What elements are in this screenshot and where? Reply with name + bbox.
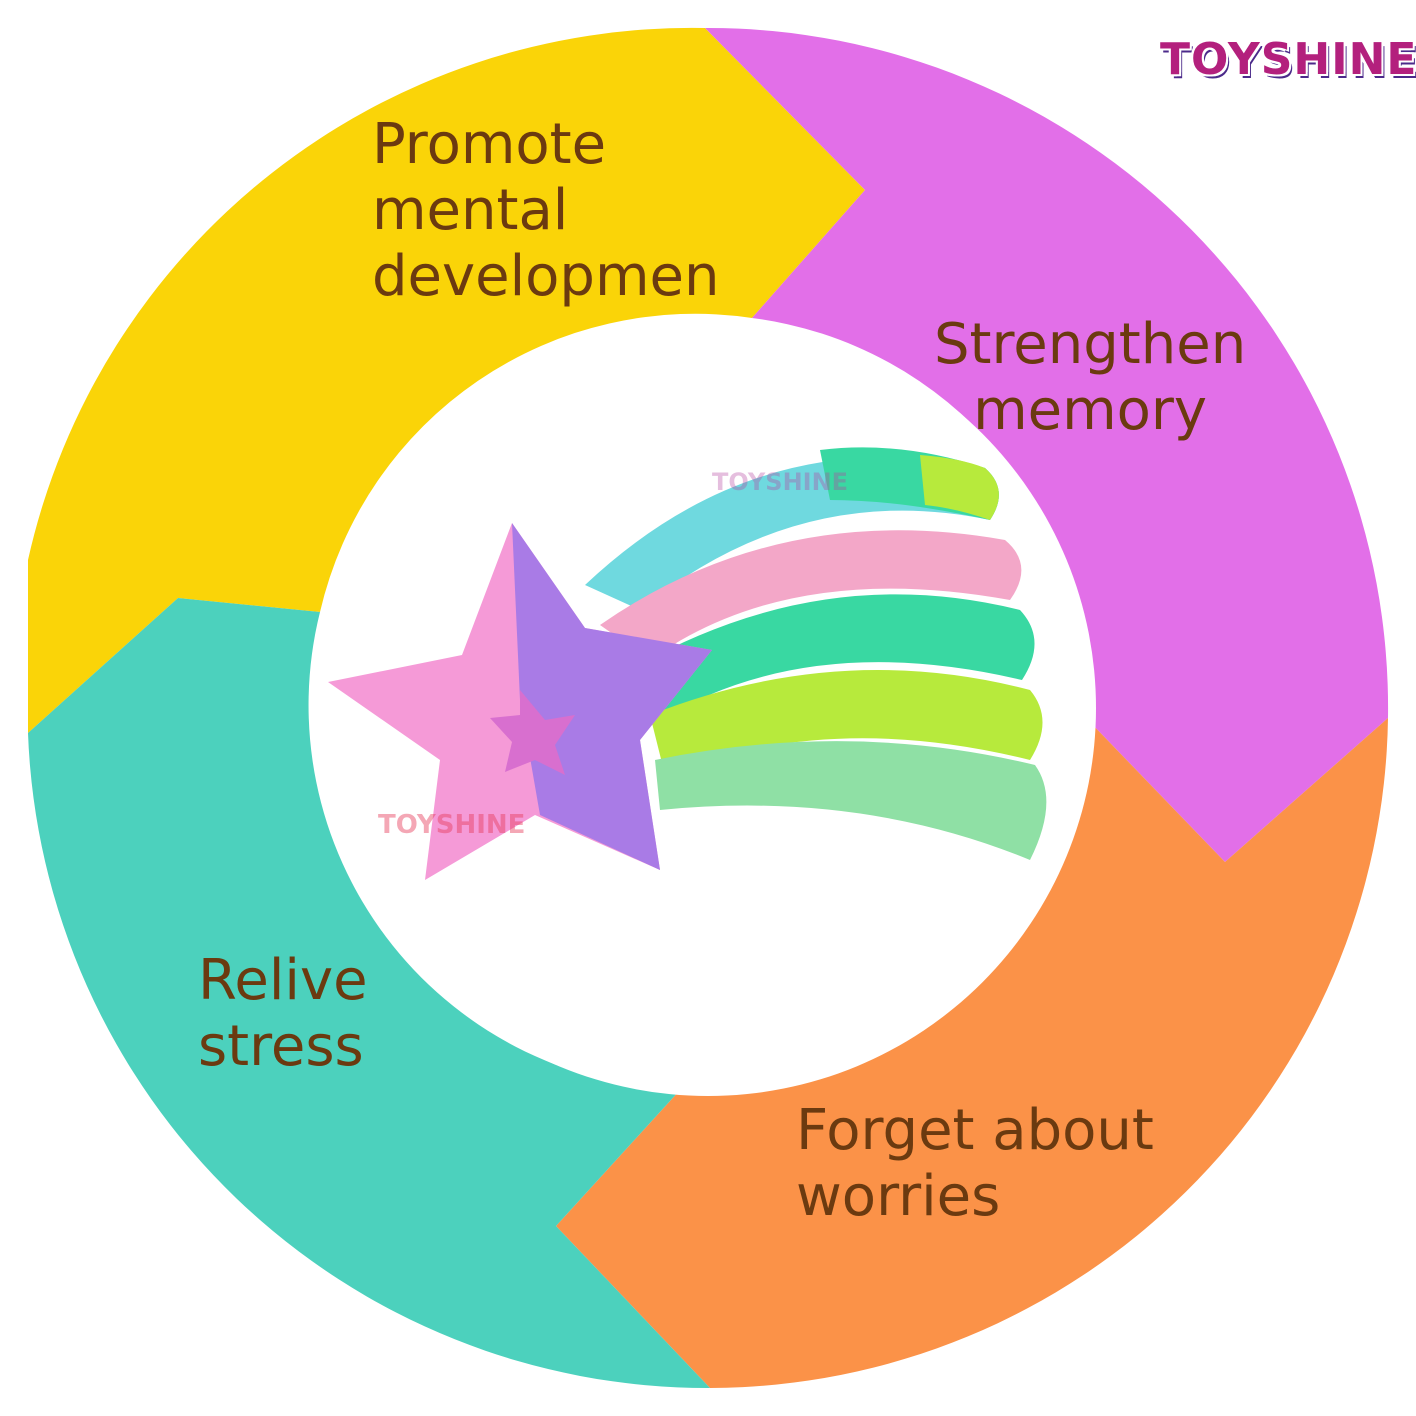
segment-right-arrow	[705, 27, 1389, 863]
rainbow-tail	[585, 447, 1047, 860]
watermark: TOYSHINE	[378, 810, 526, 840]
label-promote-mental-development: Promote mental developmen	[372, 112, 719, 310]
label-relive-stress: Relive stress	[198, 948, 368, 1080]
watermark: TOYSHINE	[712, 468, 849, 496]
label-line: memory	[973, 378, 1208, 443]
label-line: Relive	[198, 948, 368, 1013]
label-line: stress	[198, 1014, 364, 1079]
label-line: mental	[372, 178, 569, 243]
label-forget-about-worries: Forget about worries	[796, 1098, 1154, 1230]
segment-bottom-arrow	[556, 718, 1388, 1388]
toyshine-logo: TOYSHINE	[1160, 34, 1416, 85]
label-line: Forget about	[796, 1098, 1154, 1163]
shooting-star-pop-it-icon	[328, 447, 1047, 880]
label-line: Promote	[372, 112, 607, 177]
segment-top-arrow	[28, 27, 865, 734]
label-line: Strengthen	[934, 312, 1247, 377]
segment-left-arrow	[28, 598, 710, 1389]
label-strengthen-memory: Strengthen memory	[934, 312, 1246, 444]
label-line: developmen	[372, 244, 720, 309]
label-line: worries	[796, 1164, 1001, 1229]
